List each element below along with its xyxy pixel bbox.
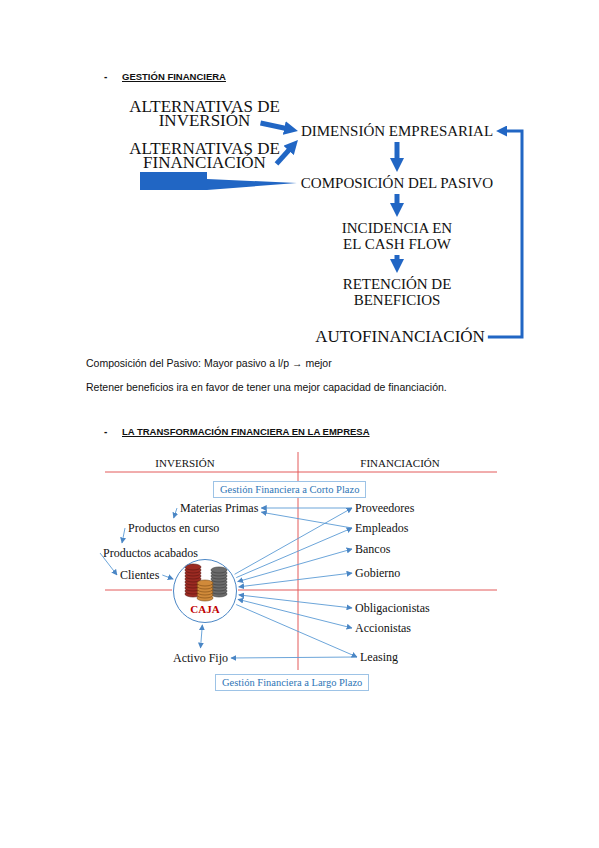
cash-circle: CAJA xyxy=(173,559,237,623)
flow-item: Empleados xyxy=(355,521,408,535)
arrow-connector xyxy=(395,255,400,265)
bullet-mark: - xyxy=(104,426,107,438)
note-text: Retener beneficios ira en favor de tener… xyxy=(86,380,447,394)
node-text: Empleados xyxy=(355,521,408,535)
column-heading: FINANCIACIÓN xyxy=(360,457,439,470)
arrow-connector xyxy=(261,123,290,129)
arrow-connector xyxy=(488,131,522,337)
column-heading: INVERSIÓN xyxy=(155,457,214,470)
node-text: Accionistas xyxy=(355,621,411,635)
flow-step: DIMENSIÓN EMPRESARIAL xyxy=(301,123,493,139)
arrow-connector xyxy=(236,605,357,657)
divider-line xyxy=(105,590,172,591)
arrow-connector xyxy=(261,508,352,509)
arrow-connector xyxy=(238,549,352,582)
node-text: Gobierno xyxy=(355,566,400,580)
flow-step: COMPOSICIÓN DEL PASIVO xyxy=(301,175,493,191)
arrow-connector xyxy=(395,194,400,209)
node-text: Proveedores xyxy=(355,501,414,515)
arrow-connector xyxy=(122,528,125,543)
arrow-connector xyxy=(395,142,400,164)
node-text: Clientes xyxy=(120,568,159,582)
arrow-connector xyxy=(231,657,357,658)
divider-line xyxy=(238,590,497,591)
arrow-connector xyxy=(235,508,352,574)
coin xyxy=(185,564,201,570)
divider-line xyxy=(105,472,497,473)
flow-step: INCIDENCIA EN EL CASH FLOW xyxy=(335,220,459,252)
node-text: AUTOFINANCIACIÓN xyxy=(315,327,485,347)
node-text: DIMENSIÓN EMPRESARIAL xyxy=(301,123,493,139)
section-heading: GESTIÓN FINANCIERA xyxy=(122,71,226,83)
flow-item: Bancos xyxy=(355,542,390,556)
arrow-connector xyxy=(201,625,203,648)
node-text: Bancos xyxy=(355,542,390,556)
flow-item: Obligacionistas xyxy=(355,601,430,615)
node-text: Productos en curso xyxy=(128,521,219,535)
arrow-connector xyxy=(236,528,352,578)
section-heading: LA TRANSFORMACIÓN FINANCIERA EN LA EMPRE… xyxy=(122,426,370,438)
flow-step: AUTOFINANCIACIÓN xyxy=(315,327,485,347)
flow-step: RETENCIÓN DE BENEFICIOS xyxy=(335,276,459,308)
node-text: INCIDENCIA EN EL CASH FLOW xyxy=(335,220,459,252)
flow-item: Leasing xyxy=(360,650,398,664)
band-box: Gestión Financiera a Largo Plazo xyxy=(215,674,369,691)
node-text: Materias Primas xyxy=(180,501,258,515)
coin-stacks xyxy=(185,564,227,601)
arrow-connector xyxy=(261,512,352,528)
arrow-connector xyxy=(162,575,173,579)
arrow-connector xyxy=(174,508,177,518)
arrow-connector xyxy=(238,599,352,628)
flow-source: ALTERNATIVAS DE INVERSIÓN xyxy=(122,100,287,128)
note-text: Composición del Pasivo: Mayor pasivo a l… xyxy=(86,356,332,370)
node-text: COMPOSICIÓN DEL PASIVO xyxy=(301,175,493,191)
node-text: CAJA xyxy=(190,602,219,616)
band-box: Gestión Financiera a Corto Plazo xyxy=(213,481,366,498)
node-text: ALTERNATIVAS DE INVERSIÓN xyxy=(122,100,287,128)
flow-item: Productos acabados xyxy=(103,546,198,560)
node-text: ALTERNATIVAS DE FINANCIACIÓN xyxy=(122,142,287,170)
flow-item: Clientes xyxy=(120,568,159,582)
bullet-mark: - xyxy=(104,71,107,83)
flow-item: Accionistas xyxy=(355,621,411,635)
node-text: Leasing xyxy=(360,650,398,664)
arrow-connector xyxy=(239,595,352,608)
node-text: Gestión Financiera a Corto Plazo xyxy=(220,483,359,496)
node-text: RETENCIÓN DE BENEFICIOS xyxy=(335,276,459,308)
node-text: Productos acabados xyxy=(103,546,198,560)
node-text: Obligacionistas xyxy=(355,601,430,615)
block-arrow xyxy=(140,172,297,190)
coin xyxy=(197,580,213,586)
node-text: Gestión Financiera a Largo Plazo xyxy=(222,676,362,689)
coin xyxy=(211,567,227,573)
flow-item: Activo Fijo xyxy=(173,651,228,665)
node-text: Activo Fijo xyxy=(173,651,228,665)
flow-item: Proveedores xyxy=(355,501,414,515)
flow-item: Productos en curso xyxy=(128,521,219,535)
arrow-connector xyxy=(239,573,352,587)
flow-item: Materias Primas xyxy=(180,501,258,515)
flow-item: Gobierno xyxy=(355,566,400,580)
flow-source: ALTERNATIVAS DE FINANCIACIÓN xyxy=(122,142,287,170)
